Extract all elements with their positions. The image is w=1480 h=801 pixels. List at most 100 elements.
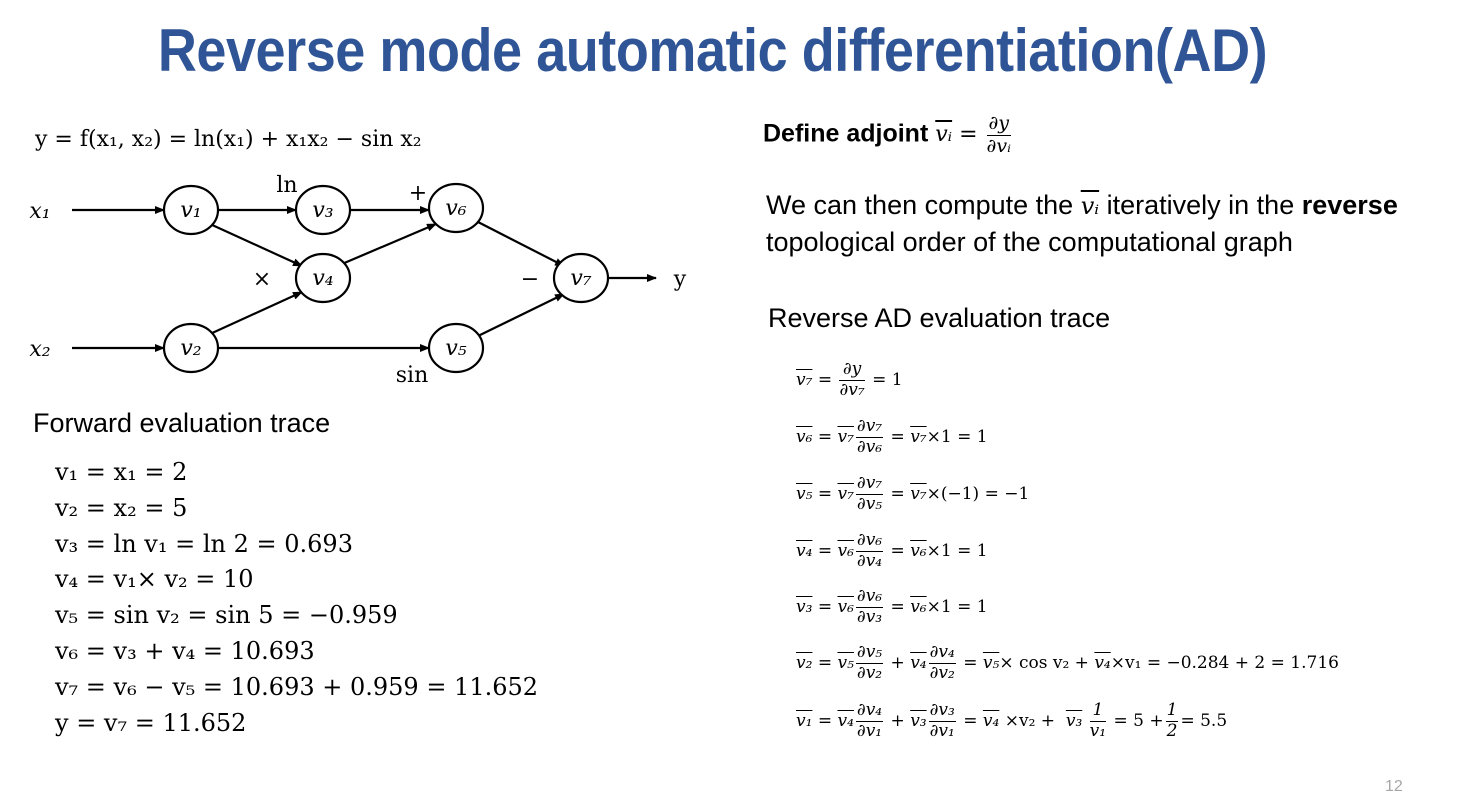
rev-rhs-text: ×v₂ + xyxy=(1004,711,1056,731)
explanation-text-1: We can then compute the xyxy=(766,190,1074,220)
rev-rhs: ×1 = 1 xyxy=(926,427,988,447)
rev-rhs: ×1 = 1 xyxy=(926,541,988,561)
page-number: 12 xyxy=(1385,778,1403,795)
rev-rhs: ×(−1) = −1 xyxy=(926,484,1030,504)
adjoint-explanation: We can then compute the vᵢ iteratively i… xyxy=(766,187,1456,260)
edge-v1-v4 xyxy=(209,222,303,268)
rev-rhs-bar: v₆ xyxy=(910,541,927,561)
adjoint-label: Define adjoint xyxy=(763,119,929,148)
rev-rhs-text: × cos v₂ + xyxy=(999,653,1089,673)
node-v6 xyxy=(427,182,485,234)
rev-coef: v₃ xyxy=(910,711,927,731)
rev-den: ∂v₁ xyxy=(856,720,883,741)
rev-num: 1 xyxy=(1165,699,1179,722)
reverse-row-v5: v₅ = v₇ ∂v₇∂v₅ = v₇×(−1) = −1 xyxy=(796,472,1030,514)
forward-line: v₂ = x₂ = 5 xyxy=(55,493,188,522)
adjoint-definition: Define adjoint vᵢ = ∂y ∂vᵢ xyxy=(763,112,1011,157)
function-definition: y = f(x₁, x₂) = ln(x₁) + x₁x₂ − sin x₂ xyxy=(35,127,422,152)
reverse-row-v6: v₆ = v₇ ∂v₇∂v₆ = v₇×1 = 1 xyxy=(796,415,988,457)
rev-den: ∂v₂ xyxy=(929,662,955,683)
rev-rhs: = 5.5 xyxy=(1180,711,1228,731)
rev-rhs-bar: v₄ xyxy=(982,711,1000,731)
rev-lhs: v₄ xyxy=(796,541,813,561)
rev-num: ∂v₃ xyxy=(928,699,956,722)
node-v1 xyxy=(162,184,220,236)
explanation-text-3: topological order of the computational g… xyxy=(766,227,1293,257)
rev-rhs-bar: v₇ xyxy=(910,427,927,447)
forward-line: v₃ = ln v₁ = ln 2 = 0.693 xyxy=(55,529,353,558)
rev-den: v₁ xyxy=(1089,720,1107,741)
adjoint-numerator: ∂y xyxy=(986,112,1011,136)
rev-rhs-bar: v₃ xyxy=(1065,711,1083,731)
forward-trace-heading: Forward evaluation trace xyxy=(33,408,331,438)
rev-coef: v₇ xyxy=(837,484,854,504)
op-sin: sin xyxy=(396,363,429,388)
op-add: + xyxy=(409,181,427,206)
rev-den: ∂v₃ xyxy=(856,606,883,627)
reverse-trace-heading: Reverse AD evaluation trace xyxy=(768,303,1111,333)
rev-coef: v₇ xyxy=(837,427,854,447)
rev-num: ∂v₆ xyxy=(855,585,884,608)
node-label-v6: v₆ xyxy=(445,196,466,221)
rev-rhs-text: = 5 + xyxy=(1113,711,1164,731)
adjoint-denominator: ∂vᵢ xyxy=(986,134,1011,157)
forward-line: v₇ = v₆ − v₅ = 10.693 + 0.959 = 11.652 xyxy=(55,672,539,701)
explanation-text-2: iteratively in the xyxy=(1106,190,1295,220)
rev-rhs: ×v₁ = −0.284 + 2 = 1.716 xyxy=(1110,653,1339,673)
rev-rhs-bar: v₄ xyxy=(1094,653,1111,673)
rev-den: ∂v₂ xyxy=(856,662,883,683)
rev-coef: v₆ xyxy=(837,541,854,561)
edge-v5-v7 xyxy=(477,293,565,337)
rev-lhs: v₂ xyxy=(796,653,813,673)
forward-line: y = v₇ = 11.652 xyxy=(55,708,247,737)
edge-v4-v6 xyxy=(341,222,437,266)
rev-coef: v₅ xyxy=(837,653,854,673)
rev-lhs: v₃ xyxy=(796,597,813,617)
slide-title: Reverse mode automatic differentiation(A… xyxy=(157,17,1268,84)
rev-num: 1 xyxy=(1089,700,1107,722)
input-x1: x₁ xyxy=(29,199,50,224)
rev-den: ∂v₄ xyxy=(856,550,883,571)
rev-den: ∂v₅ xyxy=(856,493,883,514)
op-sub: − xyxy=(521,267,539,292)
rev-coef: v₄ xyxy=(910,653,927,673)
forward-trace: v₁ = x₁ = 2 v₂ = x₂ = 5 v₃ = ln v₁ = ln … xyxy=(55,455,538,741)
node-label-v1: v₁ xyxy=(180,198,201,223)
rev-num: ∂y xyxy=(839,359,865,381)
rev-num: ∂v₅ xyxy=(855,641,884,664)
computational-graph: x₁ x₂ v₁ v₂ v₃ v₄ v₅ v₆ v₇ y ln × + sin … xyxy=(29,173,686,388)
reverse-row-v3: v₃ = v₆ ∂v₆∂v₃ = v₆×1 = 1 xyxy=(796,585,988,627)
rev-rhs-bar: v₇ xyxy=(910,484,927,504)
input-x2: x₂ xyxy=(29,337,50,362)
node-v2 xyxy=(162,322,220,374)
node-label-v5: v₅ xyxy=(445,336,466,361)
forward-line: v₄ = v₁× v₂ = 10 xyxy=(55,565,254,594)
rev-num: ∂v₇ xyxy=(855,415,884,438)
forward-line: v₁ = x₁ = 2 xyxy=(55,458,188,486)
rev-den: ∂v₆ xyxy=(856,436,883,457)
node-v4 xyxy=(294,252,352,304)
forward-line: v₅ = sin v₂ = sin 5 = −0.959 xyxy=(55,601,398,630)
forward-line: v₆ = v₃ + v₄ = 10.693 xyxy=(55,636,315,665)
rev-num: ∂v₇ xyxy=(855,472,884,495)
rev-rhs-bar: v₆ xyxy=(910,597,927,617)
node-label-v2: v₂ xyxy=(180,336,201,361)
rev-den: ∂v₁ xyxy=(929,720,955,741)
rev-num: ∂v₄ xyxy=(855,699,884,722)
op-ln: ln xyxy=(276,173,297,198)
node-label-v7: v₇ xyxy=(570,266,591,291)
node-v3 xyxy=(294,184,352,236)
reverse-row-v1: v₁ = v₄ ∂v₄∂v₁ + v₃ ∂v₃∂v₁ = v₄ ×v₂ + v₃… xyxy=(796,699,1228,741)
rev-num: ∂v₄ xyxy=(928,641,956,664)
node-v7 xyxy=(552,252,610,304)
reverse-row-v4: v₄ = v₆ ∂v₆∂v₄ = v₆×1 = 1 xyxy=(796,529,988,571)
edge-v6-v7 xyxy=(477,221,565,267)
rev-den: 2 xyxy=(1166,720,1178,741)
reverse-row-v7: v₇ = ∂y∂v₇ = 1 xyxy=(796,358,903,400)
rev-rhs-bar: v₅ xyxy=(982,653,1000,673)
rev-num: ∂v₆ xyxy=(855,529,884,552)
explanation-bold: reverse xyxy=(1301,190,1398,220)
rev-lhs: v₁ xyxy=(796,711,813,731)
rev-coef: v₄ xyxy=(837,711,854,731)
explanation-symbol: vᵢ xyxy=(1080,192,1100,220)
